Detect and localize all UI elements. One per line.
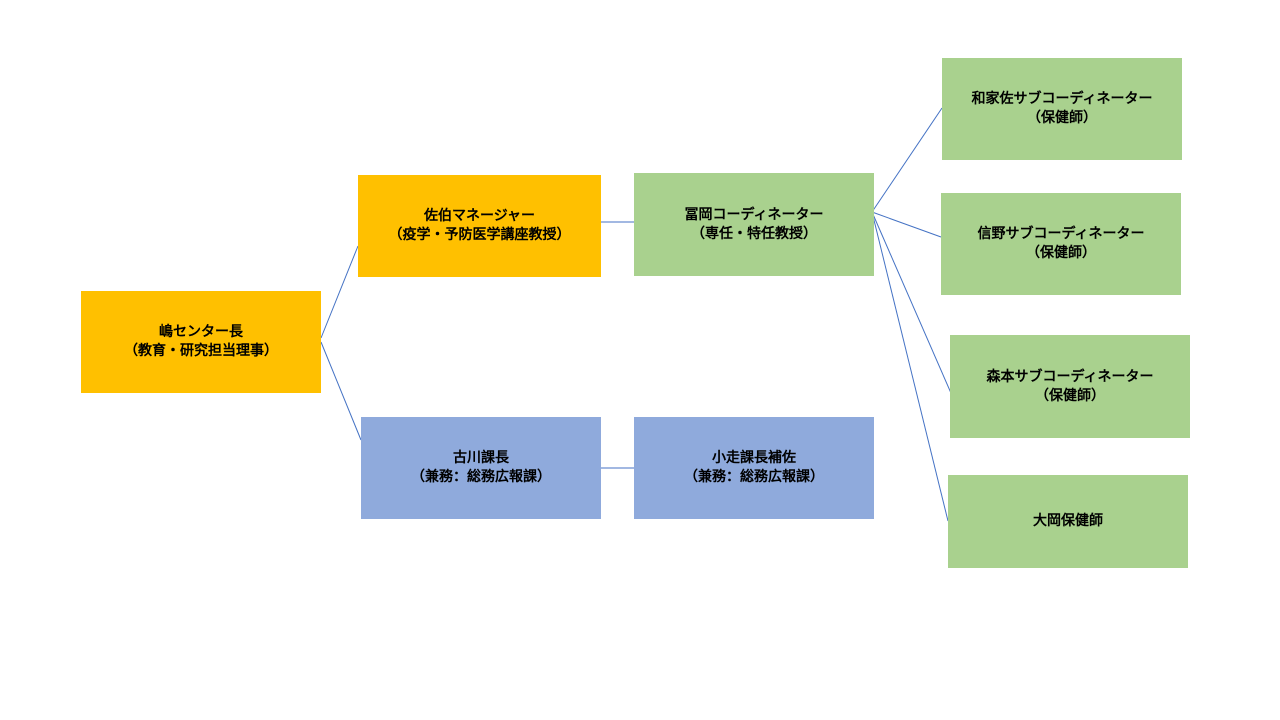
node-furukawa-section-chief: 古川課長 （兼務：総務広報課）: [361, 417, 601, 519]
node-wakasa-sub-coordinator: 和家佐サブコーディネーター （保健師）: [942, 58, 1182, 160]
node-subtitle: （教育・研究担当理事）: [124, 343, 278, 359]
node-title: 佐伯マネージャー: [423, 208, 536, 224]
node-title: 小走課長補佐: [712, 450, 796, 466]
connector-tomioka-nobuno: [871, 211, 942, 238]
node-kobashiri-assistant-chief: 小走課長補佐 （兼務：総務広報課）: [634, 417, 874, 519]
node-title: 信野サブコーディネーター: [977, 226, 1145, 242]
node-subtitle: （疫学・予防医学講座教授）: [388, 227, 571, 243]
node-title: 森本サブコーディネーター: [986, 368, 1154, 385]
node-subtitle: （兼務：総務広報課）: [684, 469, 824, 485]
node-tomioka-coordinator: 冨岡コーディネーター （専任・特任教授）: [634, 173, 874, 276]
connector-tomioka-wakasa: [871, 107, 943, 213]
node-title: 和家佐サブコーディネーター: [971, 91, 1153, 107]
connector-tomioka-ooka: [871, 211, 949, 522]
node-saeki-manager: 佐伯マネージャー （疫学・予防医学講座教授）: [358, 175, 601, 277]
node-subtitle: （保健師）: [1027, 110, 1097, 126]
node-subtitle: （保健師）: [1035, 387, 1105, 404]
node-title: 冨岡コーディネーター: [684, 206, 824, 223]
node-nobuno-sub-coordinator: 信野サブコーディネーター （保健師）: [941, 193, 1181, 295]
node-morimoto-sub-coordinator: 森本サブコーディネーター （保健師）: [950, 335, 1190, 438]
connector-tomioka-morimoto: [871, 211, 955, 401]
node-ooka-public-health-nurse: 大岡保健師: [948, 475, 1188, 568]
node-title: 大岡保健師: [1033, 513, 1103, 529]
node-subtitle: （保健師）: [1026, 245, 1096, 261]
node-subtitle: （兼務：総務広報課）: [411, 469, 551, 485]
node-title: 古川課長: [453, 450, 509, 466]
node-title: 嶋センター長: [159, 324, 243, 340]
node-subtitle: （専任・特任教授）: [691, 225, 817, 242]
connector-shima-furukawa: [320, 341, 362, 441]
node-shima-center-director: 嶋センター長 （教育・研究担当理事）: [81, 291, 321, 393]
connector-shima-saeki: [320, 245, 359, 339]
